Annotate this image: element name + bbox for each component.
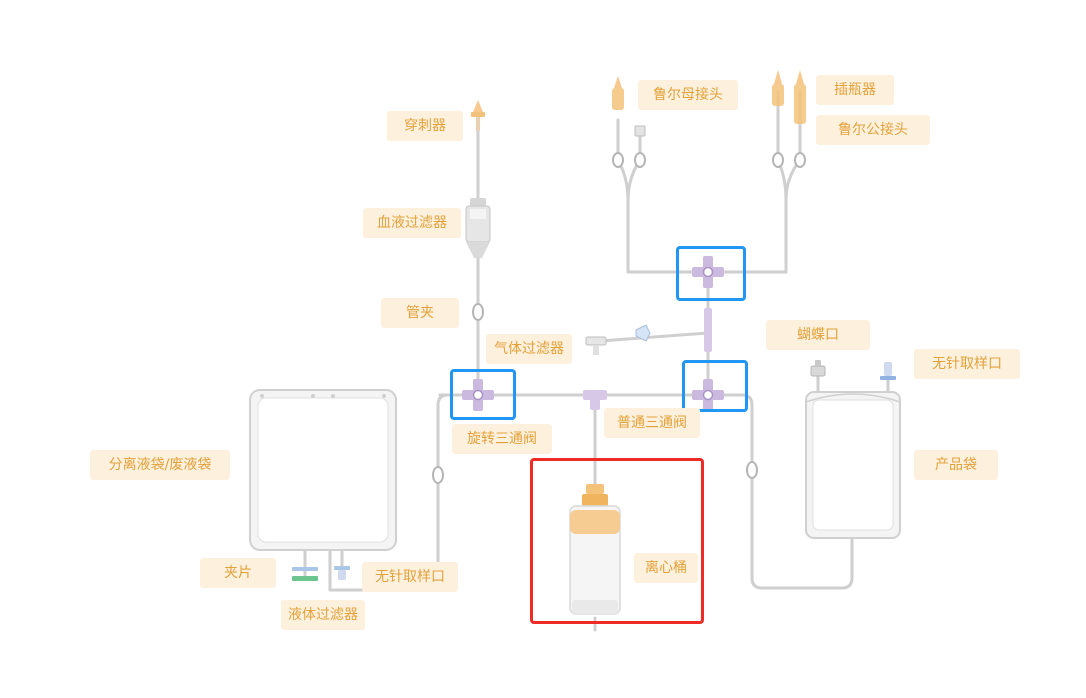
highlight-rotary-valve-left (450, 369, 516, 420)
blood-filter-icon (465, 198, 491, 258)
label-clip: 夹片 (200, 558, 276, 588)
rotary-valve-top (692, 256, 724, 288)
label-centrifuge: 离心桶 (634, 553, 698, 583)
liquid-filter-icon (292, 576, 318, 581)
label-air-filter: 气体过滤器 (486, 334, 572, 364)
label-tube-clamp: 管夹 (381, 298, 459, 328)
rotary-valve-left (462, 379, 494, 411)
separation-bag-icon (249, 389, 397, 551)
luer-male-icon (794, 70, 806, 124)
highlight-rotary-valve-right (682, 360, 748, 412)
label-common-valve: 普通三通阀 (604, 408, 700, 438)
butterfly-port-icon (810, 360, 826, 377)
highlight-rotary-valve-top (676, 246, 746, 301)
clamp-icons-top (612, 152, 806, 168)
air-filter-icon (585, 324, 651, 355)
rotary-valve-right (692, 379, 724, 411)
label-luer-male: 鲁尔公接头 (816, 115, 930, 145)
bottle-spike-icon (772, 70, 784, 106)
valve-stem (704, 308, 712, 352)
loop-clamp-icons (432, 461, 758, 484)
common-valve-icon (583, 390, 607, 410)
label-separation-bag: 分离液袋/废液袋 (90, 450, 230, 480)
label-butterfly-port: 蝴蝶口 (766, 320, 870, 350)
luer-female-icon (612, 76, 646, 137)
label-needleless-port-right: 无针取样口 (914, 349, 1020, 379)
label-spike: 穿刺器 (387, 111, 463, 141)
highlight-centrifuge (530, 458, 704, 624)
centrifuge-icon (569, 484, 621, 615)
label-bottle-spike: 插瓶器 (816, 75, 894, 105)
needleless-port-left-icon (334, 566, 350, 580)
product-bag-icon (805, 391, 901, 539)
tube-clamp-icon (472, 303, 484, 321)
needleless-port-right-icon (880, 362, 896, 380)
label-needleless-port-left: 无针取样口 (362, 562, 458, 592)
label-blood-filter: 血液过滤器 (363, 208, 461, 238)
spike-icon (471, 100, 485, 131)
label-liquid-filter: 液体过滤器 (281, 600, 365, 630)
label-product-bag: 产品袋 (914, 450, 998, 480)
label-rotary-valve: 旋转三通阀 (452, 424, 552, 454)
label-luer-female: 鲁尔母接头 (638, 80, 738, 110)
clip-icon (292, 567, 318, 571)
